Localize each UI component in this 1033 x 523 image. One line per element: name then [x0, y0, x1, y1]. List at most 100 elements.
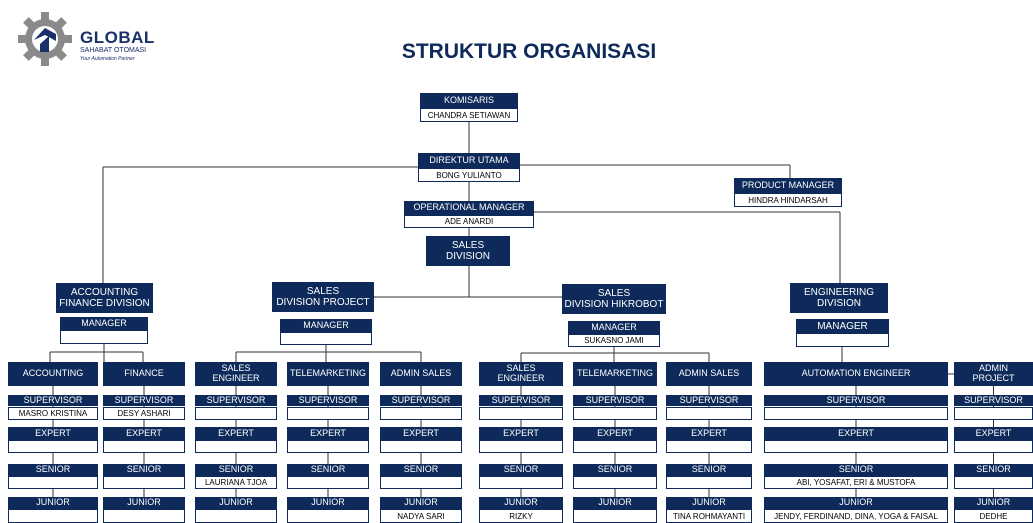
engineering-division-line1: ENGINEERING — [803, 287, 874, 298]
expert-name — [380, 440, 462, 453]
operational-manager-header: OPERATIONAL MANAGER — [404, 201, 534, 215]
supervisor-name — [287, 407, 369, 420]
expert-name — [954, 440, 1033, 453]
expert-header: EXPERT — [954, 427, 1033, 440]
expert-header: EXPERT — [573, 427, 657, 440]
junior-header: JUNIOR — [954, 497, 1033, 509]
junior-name — [103, 509, 185, 523]
supervisor-name — [195, 407, 277, 420]
expert-name — [666, 440, 752, 453]
expert-header: EXPERT — [195, 427, 277, 440]
senior-name: ABI, YOSAFAT, ERI & MUSTOFA — [764, 476, 948, 489]
expert-header: EXPERT — [8, 427, 98, 440]
senior-header: SENIOR — [954, 464, 1033, 476]
logo-brand: GLOBAL — [80, 28, 155, 47]
senior-header: SENIOR — [764, 464, 948, 476]
direktur-header: DIREKTUR UTAMA — [418, 153, 520, 168]
column-header-10: ADMIN PROJECT — [954, 362, 1033, 386]
column-header-5: ADMIN SALES — [380, 362, 462, 386]
column-header-2: FINANCE — [103, 362, 185, 386]
column-header-9: AUTOMATION ENGINEER — [764, 362, 948, 386]
hikrobot-manager-name: SUKASNO JAMI — [568, 334, 660, 347]
junior-name: JENDY, FERDINAND, DINA, YOGA & FAISAL — [764, 509, 948, 523]
engineering-manager-name — [796, 333, 889, 347]
junior-name: TINA ROHMAYANTI — [666, 509, 752, 523]
accounting-division-header: ACCOUNTING FINANCE DIVISION — [56, 283, 153, 313]
senior-name — [380, 476, 462, 489]
senior-name: LAURIANA TJOA — [195, 476, 277, 489]
supervisor-header: SUPERVISOR — [103, 395, 185, 406]
senior-name — [666, 476, 752, 489]
senior-name — [8, 476, 98, 489]
column-header-6: SALES ENGINEER — [479, 362, 563, 386]
junior-header: JUNIOR — [479, 497, 563, 509]
expert-name — [8, 440, 98, 453]
junior-header: JUNIOR — [573, 497, 657, 509]
gear-logo-icon — [18, 12, 72, 66]
junior-name: RIZKY — [479, 509, 563, 523]
column-header-1: ACCOUNTING — [8, 362, 98, 386]
project-manager-header: MANAGER — [280, 319, 372, 332]
supervisor-header: SUPERVISOR — [764, 395, 948, 406]
senior-header: SENIOR — [8, 464, 98, 476]
expert-name — [573, 440, 657, 453]
column-header-7: TELEMARKETING — [573, 362, 657, 386]
expert-name — [287, 440, 369, 453]
hikrobot-division-line1: SALES — [597, 288, 631, 299]
expert-header: EXPERT — [479, 427, 563, 440]
supervisor-name — [479, 407, 563, 420]
engineering-manager-header: MANAGER — [796, 319, 889, 333]
senior-name — [954, 476, 1033, 489]
senior-name — [479, 476, 563, 489]
junior-header: JUNIOR — [103, 497, 185, 509]
hikrobot-division-line2: DIVISION HIKROBOT — [564, 299, 664, 310]
expert-name — [479, 440, 563, 453]
page-title: STRUKTUR ORGANISASI — [401, 40, 657, 63]
junior-name: NADYA SARI — [380, 509, 462, 523]
supervisor-header: SUPERVISOR — [666, 395, 752, 406]
accounting-manager-name — [60, 330, 148, 344]
project-division-header: SALES DIVISION PROJECT — [272, 282, 374, 312]
supervisor-header: SUPERVISOR — [195, 395, 277, 406]
senior-header: SENIOR — [195, 464, 277, 476]
senior-header: SENIOR — [666, 464, 752, 476]
sales-division-line1: SALES — [451, 240, 485, 251]
junior-name — [573, 509, 657, 523]
product-manager-header: PRODUCT MANAGER — [734, 178, 842, 193]
column-header-8: ADMIN SALES — [666, 362, 752, 386]
supervisor-name: DESY ASHARI — [103, 407, 185, 420]
senior-header: SENIOR — [103, 464, 185, 476]
project-division-line1: SALES — [306, 286, 340, 297]
junior-header: JUNIOR — [666, 497, 752, 509]
supervisor-header: SUPERVISOR — [479, 395, 563, 406]
expert-header: EXPERT — [666, 427, 752, 440]
junior-name — [8, 509, 98, 523]
junior-name — [287, 509, 369, 523]
senior-name — [287, 476, 369, 489]
junior-header: JUNIOR — [287, 497, 369, 509]
supervisor-header: SUPERVISOR — [573, 395, 657, 406]
supervisor-name — [666, 407, 752, 420]
senior-name — [103, 476, 185, 489]
hikrobot-division-header: SALES DIVISION HIKROBOT — [562, 284, 666, 314]
expert-header: EXPERT — [287, 427, 369, 440]
direktur-name: BONG YULIANTO — [418, 168, 520, 182]
junior-header: JUNIOR — [8, 497, 98, 509]
senior-header: SENIOR — [287, 464, 369, 476]
column-header-4: TELEMARKETING — [287, 362, 369, 386]
junior-header: JUNIOR — [380, 497, 462, 509]
logo-tagline: Your Automation Partner — [80, 56, 135, 62]
junior-name: DEDHE — [954, 509, 1033, 523]
project-manager-name — [280, 332, 372, 345]
supervisor-header: SUPERVISOR — [8, 395, 98, 406]
supervisor-name — [573, 407, 657, 420]
supervisor-header: SUPERVISOR — [287, 395, 369, 406]
junior-header: JUNIOR — [764, 497, 948, 509]
company-logo: GLOBAL SAHABAT OTOMASI Your Automation P… — [16, 10, 186, 68]
project-division-line2: DIVISION PROJECT — [276, 297, 370, 308]
hikrobot-manager-header: MANAGER — [568, 321, 660, 334]
expert-header: EXPERT — [103, 427, 185, 440]
supervisor-name — [764, 407, 948, 420]
engineering-division-header: ENGINEERING DIVISION — [790, 283, 888, 313]
accounting-manager-header: MANAGER — [60, 317, 148, 330]
